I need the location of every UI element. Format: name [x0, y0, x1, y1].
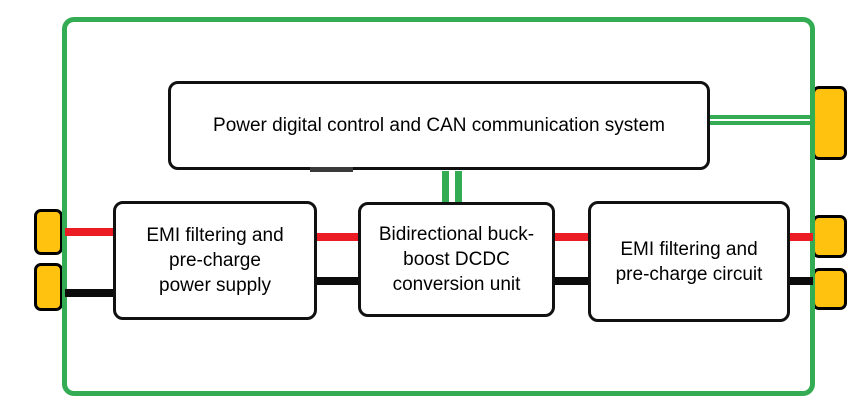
block-label: Bidirectional buck- boost DCDC conversio…	[378, 224, 535, 295]
connector-tab-right-middle	[812, 215, 847, 258]
block-bidirectional-dcdc-converter: Bidirectional buck- boost DCDC conversio…	[358, 202, 555, 317]
can-bus-horizontal-line-2	[710, 121, 813, 125]
wire-black-left-input	[65, 289, 115, 297]
connector-tab-left-top	[34, 209, 63, 255]
connector-tab-right-top	[812, 86, 847, 160]
wire-red-left-input	[65, 228, 115, 236]
can-bus-vertical-line-2	[455, 171, 462, 202]
wire-red-dcdc-to-emi	[553, 233, 590, 241]
connector-tab-left-bottom	[34, 263, 63, 311]
can-bus-vertical-line-1	[442, 171, 449, 202]
wire-black-emi-to-dcdc	[315, 277, 360, 285]
block-power-digital-control: Power digital control and CAN communicat…	[168, 81, 710, 170]
wire-black-right-output	[787, 277, 813, 285]
block-emi-precharge-power-supply: EMI filtering and pre-charge power suppl…	[113, 201, 317, 320]
block-label: EMI filtering and pre-charge power suppl…	[146, 225, 284, 296]
connection-stub	[310, 167, 353, 172]
block-label: Power digital control and CAN communicat…	[213, 115, 665, 136]
can-bus-horizontal-line-1	[710, 115, 813, 119]
block-label: EMI filtering and pre-charge circuit	[615, 238, 763, 285]
block-emi-precharge-circuit: EMI filtering and pre-charge circuit	[588, 201, 790, 322]
wire-red-emi-to-dcdc	[315, 233, 360, 241]
wire-black-dcdc-to-emi	[553, 277, 590, 285]
connector-tab-right-bottom	[812, 268, 847, 310]
wire-red-right-output	[787, 233, 813, 241]
